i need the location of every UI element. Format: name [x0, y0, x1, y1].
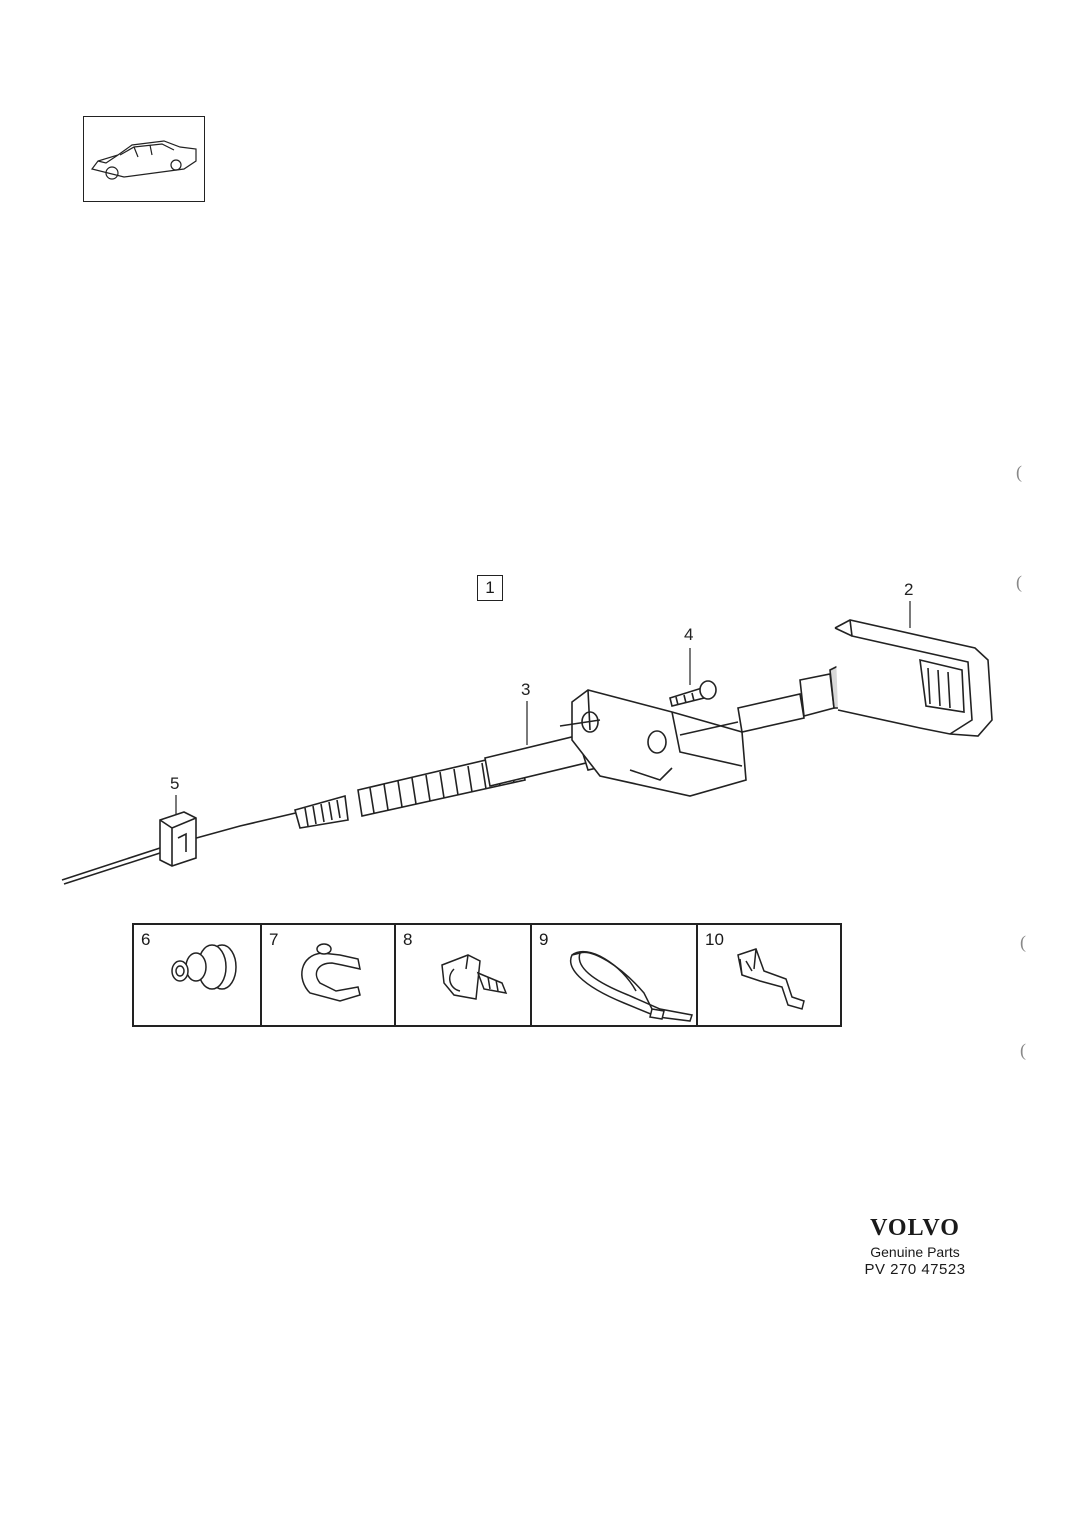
- cable-assembly-diagram: [0, 560, 1080, 900]
- part-number: 9: [539, 930, 549, 949]
- spring-clip-icon: [737, 948, 805, 1010]
- part-number: 7: [269, 930, 279, 949]
- part-cell-8: 8: [396, 925, 532, 1025]
- cable-tie-icon: [570, 950, 693, 1022]
- cable-clip-part: [159, 811, 197, 867]
- callout-4: 4: [684, 625, 694, 644]
- part-cell-10: 10: [698, 925, 836, 1025]
- margin-mark: (: [1016, 462, 1022, 482]
- clip-with-stud-icon: [441, 954, 508, 1000]
- mounting-flange-part: [571, 689, 747, 797]
- grommet-icon: [171, 944, 237, 990]
- brand-block: VOLVO Genuine Parts PV 270 47523: [830, 1215, 1000, 1278]
- part-cell-7: 7: [262, 925, 396, 1025]
- part-number: 8: [403, 930, 413, 949]
- margin-mark: (: [1020, 932, 1026, 952]
- diagram-code: PV 270 47523: [864, 1261, 966, 1278]
- callout-2: 2: [904, 580, 914, 599]
- brand-subtitle: Genuine Parts: [870, 1244, 960, 1260]
- pull-handle-part: [737, 619, 993, 737]
- volvo-logo: VOLVO: [870, 1215, 960, 1241]
- part-number: 6: [141, 930, 151, 949]
- part-cell-9: 9: [532, 925, 698, 1025]
- vehicle-thumbnail: [83, 116, 205, 202]
- callout-5: 5: [170, 774, 180, 793]
- group-number-box: 1: [477, 575, 503, 601]
- accessory-parts-strip: 6 7 8: [132, 923, 842, 1027]
- cable-clamp-icon: [301, 943, 361, 1002]
- margin-mark: (: [1016, 572, 1022, 592]
- sedan-car-icon: [90, 140, 197, 180]
- callout-3: 3: [521, 680, 531, 699]
- part-number: 10: [705, 930, 724, 949]
- part-cell-6: 6: [134, 925, 262, 1025]
- margin-mark: (: [1020, 1040, 1026, 1060]
- screw-part: [669, 680, 717, 707]
